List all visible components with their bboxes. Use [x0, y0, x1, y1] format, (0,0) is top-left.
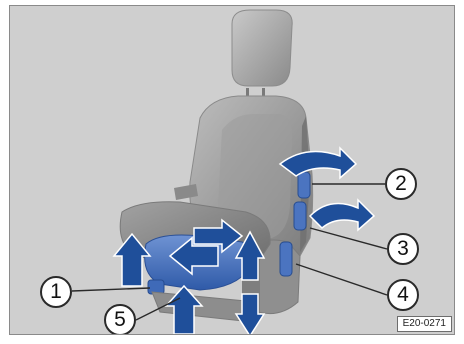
headrest: [232, 10, 292, 104]
figure-code: E20-0271: [397, 316, 452, 332]
lumbar-support-arrow: [310, 200, 374, 230]
callout-3: 3: [387, 233, 419, 265]
lumbar-support-control-highlight: [294, 202, 306, 230]
callout-4: 4: [387, 279, 419, 311]
callout-5: 5: [104, 304, 136, 335]
seat-illustration: 1 2 3 4 5 E20-0271: [9, 5, 455, 335]
seat-drawing: [10, 6, 455, 335]
callout-2: 2: [385, 168, 417, 200]
lumbar-height-control-highlight: [298, 172, 310, 198]
callout-1: 1: [40, 276, 72, 308]
backrest-recline-control-highlight: [280, 242, 292, 276]
